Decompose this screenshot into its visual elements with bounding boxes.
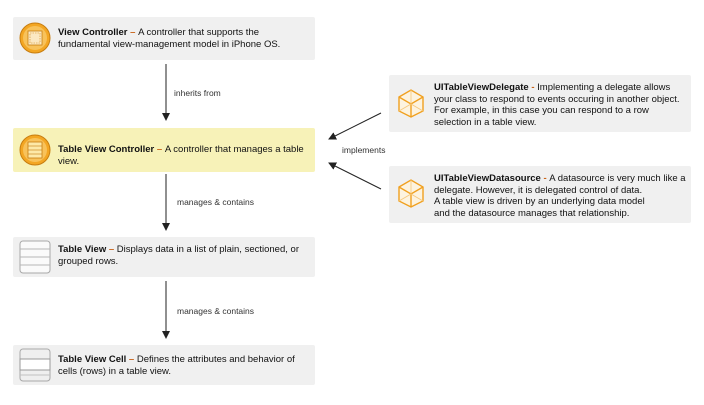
table-view-desc: Displays data in a list of plain, sectio… [58,244,299,267]
datasource-desc: A datasource is very much like a delegat… [434,173,686,196]
label-inherits-from: inherits from [174,88,221,98]
view-controller-name: View Controller [58,27,128,38]
view-controller-icon [19,22,51,54]
view-controller-sep: – [127,27,139,38]
table-view-cell-desc: Defines the attributes and behavior of c… [58,354,295,377]
view-controller-desc: A controller that supports the fundament… [58,27,281,50]
cube-icon [398,179,424,208]
table-view-cell-sep: – [126,354,137,365]
table-view-cell-name: Table View Cell [58,354,127,365]
table-view-controller-desc: A controller that manages a table view. [58,144,304,167]
datasource-protocol-node: UITableViewDatasource - A datasource is … [389,166,691,223]
table-view-controller-node: Table View Controller – A controller tha… [13,128,315,172]
arrow-implements-datasource [328,162,382,190]
datasource-desc-line3: and the datasource manages that relation… [434,207,630,219]
view-controller-node: View Controller – A controller that supp… [13,17,315,60]
table-view-icon [19,240,51,274]
arrow-implements-delegate [328,112,382,140]
table-view-controller-name: Table View Controller [58,144,155,155]
delegate-protocol-node: UITableViewDelegate - Implementing a del… [389,75,691,132]
label-implements: implements [342,145,386,155]
table-view-sep: – [106,244,117,255]
cube-icon [398,89,424,118]
table-view-node: Table View – Displays data in a list of … [13,237,315,277]
table-view-cell-node: Table View Cell – Defines the attributes… [13,345,315,385]
table-view-name: Table View [58,244,107,255]
table-view-controller-sep: – [154,144,165,155]
delegate-name: UITableViewDelegate [434,82,529,93]
datasource-desc-line2: A table view is driven by an underlying … [434,196,645,207]
delegate-sep: - [528,82,538,93]
table-view-controller-icon [19,134,51,166]
label-manages-contains-1: manages & contains [177,197,255,207]
label-manages-contains-2: manages & contains [177,306,255,316]
datasource-sep: - [540,173,550,184]
table-view-cell-icon [19,348,51,382]
delegate-desc: Implementing a delegate allows your clas… [434,82,680,128]
datasource-name: UITableViewDatasource [434,173,541,184]
